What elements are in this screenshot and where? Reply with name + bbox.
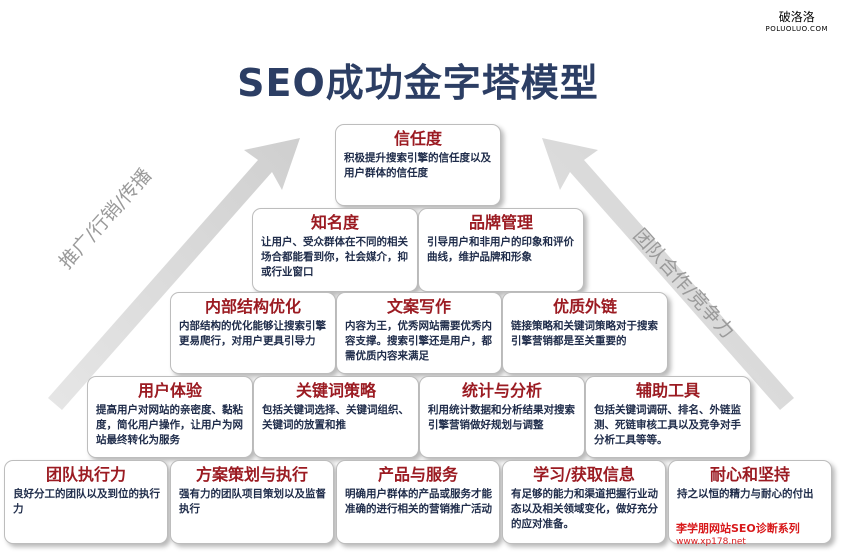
block-ux: 用户体验 提高用户对网站的亲密度、黏粘度，简化用户操作，让用户为网站最终转化为服… [87,376,253,458]
block-desc: 持之以恒的精力与耐心的付出 [677,488,814,500]
block-awareness: 知名度 让用户、受众群体在不同的相关场合都能看到你，社会媒介，抑或行业窗口 [252,208,418,292]
page-title: SEO成功金字塔模型 [237,61,599,105]
footer-url[interactable]: www.xp178.net [676,537,746,547]
block-desc: 内容为王，优秀网站需要优秀内容支撑。搜索引擎还是用户，都需优质内容来满足 [345,320,492,362]
block-analytics: 统计与分析 利用统计数据和分析结果对搜索引擎营销做好规划与调整 [419,376,585,458]
block-title: 耐心和坚持 [709,465,790,484]
block-desc: 强有力的团队项目策划以及监督执行 [179,488,326,515]
block-title: 学习/获取信息 [533,465,635,484]
block-title: 统计与分析 [461,381,542,400]
block-desc: 链接策略和关键词策略对于搜索引擎营销都是至关重要的 [511,320,658,347]
block-desc: 包括关键词选择、关键词组织、关键词的放置和推 [262,404,409,431]
block-title: 优质外链 [552,297,617,316]
block-title: 辅助工具 [635,381,700,400]
block-copywriting: 文案写作 内容为王，优秀网站需要优秀内容支撑。搜索引擎还是用户，都需优质内容来满… [336,292,502,374]
right-arrow [542,138,794,410]
block-title: 产品与服务 [377,465,458,484]
block-desc: 有足够的能力和渠道把握行业动态以及相关领域变化，做好充分的应对准备。 [511,488,658,530]
block-title: 团队执行力 [45,465,126,484]
block-desc: 良好分工的团队以及到位的执行力 [13,488,160,515]
block-desc: 内部结构的优化能够让搜索引擎更易爬行，对用户更具引导力 [179,320,326,347]
block-title: 关键词策略 [295,381,376,400]
footer-series: 李学朋网站SEO诊断系列 [676,522,800,535]
block-title: 知名度 [310,213,359,232]
block-learning: 学习/获取信息 有足够的能力和渠道把握行业动态以及相关领域变化，做好充分的应对准… [502,460,666,544]
block-tools: 辅助工具 包括关键词调研、排名、外链监测、死链审核工具以及竞争对手分析工具等等。 [585,376,751,458]
site-logo: 破洛洛 POLUOLUO.COM [766,8,828,33]
block-desc: 让用户、受众群体在不同的相关场合都能看到你，社会媒介，抑或行业窗口 [261,236,408,278]
left-arrow [48,138,300,410]
block-keywords: 关键词策略 包括关键词选择、关键词组织、关键词的放置和推 [253,376,419,458]
block-desc: 明确用户群体的产品或服务才能准确的进行相关的营销推广活动 [345,488,492,515]
block-team: 团队执行力 良好分工的团队以及到位的执行力 [4,460,168,544]
block-title: 品牌管理 [468,213,533,232]
block-desc: 利用统计数据和分析结果对搜索引擎营销做好规划与调整 [428,404,575,431]
block-brand: 品牌管理 引导用户和非用户的印象和评价曲线，维护品牌和形象 [418,208,584,292]
logo-en: POLUOLUO.COM [765,25,828,33]
block-title: 内部结构优化 [204,297,301,316]
block-planning: 方案策划与执行 强有力的团队项目策划以及监督执行 [170,460,334,544]
block-desc: 包括关键词调研、排名、外链监测、死链审核工具以及竞争对手分析工具等等。 [594,404,741,446]
logo-cn: 破洛洛 [778,10,815,24]
block-backlinks: 优质外链 链接策略和关键词策略对于搜索引擎营销都是至关重要的 [502,292,668,374]
block-title: 文案写作 [386,297,451,316]
block-product: 产品与服务 明确用户群体的产品或服务才能准确的进行相关的营销推广活动 [336,460,500,544]
block-desc: 引导用户和非用户的印象和评价曲线，维护品牌和形象 [427,236,574,263]
block-title: 方案策划与执行 [195,465,308,484]
block-desc: 积极提升搜索引擎的信任度以及用户群体的信任度 [344,152,491,179]
block-trust: 信任度 积极提升搜索引擎的信任度以及用户群体的信任度 [335,124,501,206]
block-structure: 内部结构优化 内部结构的优化能够让搜索引擎更易爬行，对用户更具引导力 [170,292,336,374]
block-desc: 提高用户对网站的亲密度、黏粘度，简化用户操作，让用户为网站最终转化为服务 [96,404,243,446]
block-title: 信任度 [393,129,442,148]
block-title: 用户体验 [137,381,202,400]
block-patience: 耐心和坚持 持之以恒的精力与耐心的付出 [668,460,832,544]
